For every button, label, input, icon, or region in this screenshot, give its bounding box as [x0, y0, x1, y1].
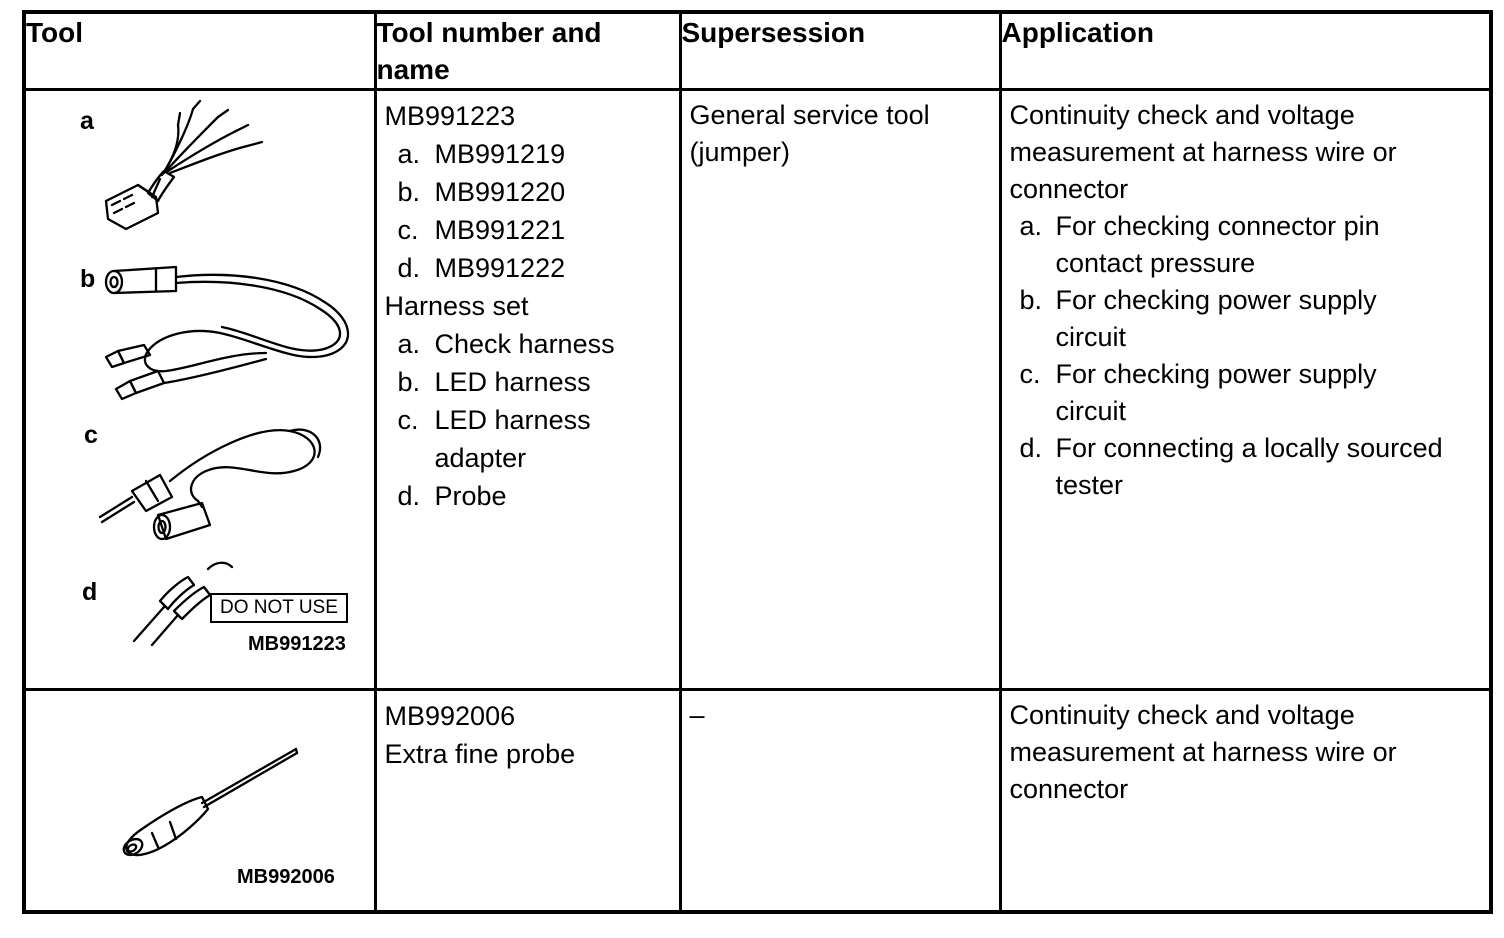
- tool-label-a: a: [80, 107, 94, 135]
- list-item: b.MB991220: [397, 177, 566, 207]
- col-header-supersession: Supersession: [678, 10, 1002, 91]
- tool-label-b: b: [80, 265, 96, 293]
- tool-caption-mb991223: MB991223: [248, 633, 346, 655]
- list-item: c.For checking power supply circuit: [1019, 359, 1377, 426]
- list-item: MB991223: [384, 101, 516, 131]
- list-item: c.MB991221: [397, 215, 566, 245]
- led-harness-adapter-illustration: [98, 428, 322, 541]
- list-item: MB992006: [384, 701, 516, 731]
- supersession-dash: –: [689, 700, 705, 730]
- table-row-mb991223: a b: [22, 88, 1493, 691]
- check-harness-illustration: [104, 99, 264, 231]
- list-item: d.For connecting a locally sourced teste…: [1019, 433, 1443, 500]
- col-header-tool-number-name: Tool number and name: [373, 10, 682, 91]
- list-item: Extra fine probe: [384, 739, 576, 769]
- table-row-mb992006: MB992006 MB992006 Extra fine probe – Con…: [22, 688, 1493, 913]
- tool-illustration-cell-mb991223: a b: [22, 88, 377, 691]
- application-cell-mb992006: Continuity check and voltage measurement…: [998, 688, 1493, 913]
- list-item: d.Probe: [397, 481, 507, 511]
- tool-label-d: d: [82, 578, 98, 606]
- tool-label-c: c: [84, 421, 98, 449]
- tool-caption-mb992006: MB992006: [237, 866, 335, 888]
- led-harness-illustration: [104, 265, 350, 401]
- application-cell-mb991223: Continuity check and voltage measurement…: [998, 88, 1493, 691]
- application-intro: Continuity check and voltage measurement…: [1009, 100, 1397, 204]
- special-tools-table: Tool Tool number and name Supersession A…: [22, 10, 1493, 914]
- list-item: b.For checking power supply circuit: [1019, 285, 1377, 352]
- supersession-cell-mb992006: –: [678, 688, 1002, 913]
- supersession-text: General service tool (jumper): [689, 100, 930, 167]
- col-header-tool: Tool: [22, 10, 377, 91]
- list-item: b.LED harness: [397, 367, 591, 397]
- tool-number-name-cell-mb991223: MB991223 a.MB991219 b.MB991220 c.MB99122…: [373, 88, 682, 691]
- list-item: d.MB991222: [397, 253, 566, 283]
- list-item: a.MB991219: [397, 139, 566, 169]
- extra-fine-probe-illustration: [122, 747, 299, 857]
- tool-illustration-cell-mb992006: MB992006: [22, 688, 377, 913]
- supersession-cell-mb991223: General service tool (jumper): [678, 88, 1002, 691]
- application-intro: Continuity check and voltage measurement…: [1009, 700, 1397, 804]
- list-item: c.LED harness adapter: [397, 405, 591, 473]
- header-row: Tool Tool number and name Supersession A…: [22, 10, 1493, 91]
- tool-number-name-cell-mb992006: MB992006 Extra fine probe: [373, 688, 682, 913]
- list-item: a.For checking connector pin contact pre…: [1019, 211, 1380, 278]
- list-item: Harness set: [384, 291, 529, 321]
- list-item: a.Check harness: [397, 329, 615, 359]
- col-header-application: Application: [998, 10, 1493, 91]
- do-not-use-badge: DO NOT USE: [210, 593, 348, 623]
